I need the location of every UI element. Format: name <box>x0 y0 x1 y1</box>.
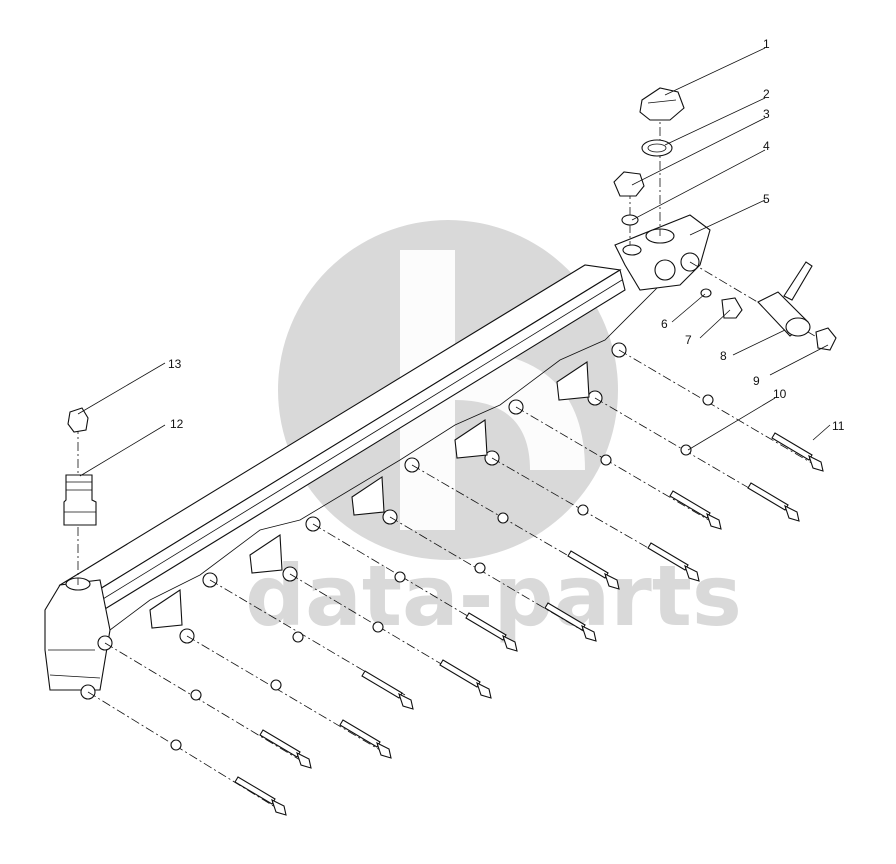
bolt <box>567 550 620 590</box>
washers <box>170 394 714 751</box>
adapter-fitting <box>63 474 97 526</box>
callout-label: 9 <box>753 374 760 388</box>
sensor-nut <box>815 327 837 351</box>
cap-nut <box>67 407 89 433</box>
bolt <box>234 776 287 816</box>
plug-large <box>639 87 685 121</box>
rail-flange-outline <box>109 279 666 631</box>
sensor-wire <box>783 261 813 301</box>
bolt <box>669 490 722 530</box>
rail-inner-line <box>97 279 623 603</box>
bolt <box>771 432 824 472</box>
rail-end-block <box>44 579 111 691</box>
water-manifold-rail <box>44 214 711 700</box>
callout-label: 5 <box>763 192 770 206</box>
callout-label: 12 <box>170 417 184 431</box>
plug-small <box>613 171 645 197</box>
bolt <box>361 670 414 710</box>
bolt <box>259 729 312 769</box>
bolt <box>339 719 392 759</box>
callout-label: 3 <box>763 107 770 121</box>
callout-leaders <box>77 47 831 477</box>
callout-label: 4 <box>763 139 770 153</box>
bolt <box>465 612 518 652</box>
bolt <box>439 659 492 699</box>
bolts <box>234 432 824 816</box>
callout-label: 8 <box>720 349 727 363</box>
rail-head-port-side <box>654 259 676 281</box>
watermark-logo-mark <box>400 250 585 530</box>
rail-outlet-tabs <box>149 361 590 629</box>
callout-label: 1 <box>763 37 770 51</box>
callout-label: 10 <box>773 387 787 401</box>
callout-label: 7 <box>685 333 692 347</box>
rail-head-block <box>614 214 711 291</box>
callout-label: 6 <box>661 317 668 331</box>
o-ring-seat <box>622 244 642 256</box>
o-ring <box>621 214 639 226</box>
rail-end-detail <box>48 649 101 679</box>
top-parts <box>613 87 685 256</box>
callout-label: 11 <box>832 419 845 433</box>
sealing-washer-large <box>641 139 673 157</box>
callout-label: 2 <box>763 87 770 101</box>
bolt <box>747 482 800 522</box>
side-parts <box>700 261 837 351</box>
left-parts <box>63 407 97 526</box>
bolt <box>647 542 700 582</box>
bolt <box>544 602 597 642</box>
callout-label: 13 <box>168 357 182 371</box>
callout-labels: 1 2 3 4 5 6 7 8 9 10 11 12 13 <box>168 37 845 433</box>
